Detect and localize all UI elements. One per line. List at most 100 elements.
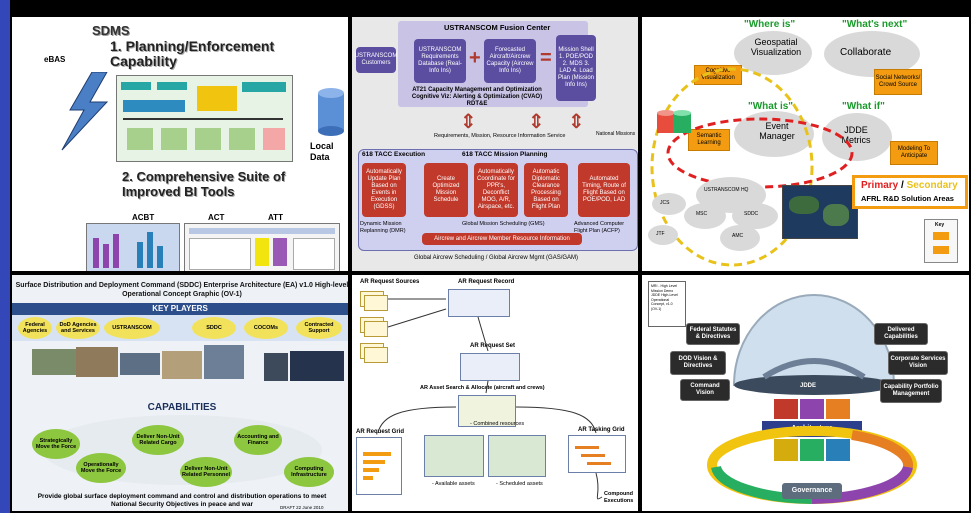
block-green xyxy=(800,439,824,461)
jtf-cloud xyxy=(648,225,678,245)
database-red-icon xyxy=(657,110,675,133)
key-players-band: KEY PLAYERS xyxy=(12,303,348,315)
lightning-icon xyxy=(61,72,109,151)
governance-label: Governance xyxy=(782,483,842,499)
source-doc-4 xyxy=(364,321,388,337)
jcs-cloud-label: JCS xyxy=(660,200,670,206)
whats-next-label: "What's next" xyxy=(842,19,908,30)
legend-box: Primary / Secondary AFRL R&D Solution Ar… xyxy=(852,175,968,209)
database-icon xyxy=(318,88,344,136)
command-vision-item: Command Vision xyxy=(680,379,730,401)
available-label: - Available assets xyxy=(432,481,475,487)
photo-7 xyxy=(290,351,344,381)
cap-strategic: Strategically Move the Force xyxy=(32,429,80,459)
execution-box: Automatically Update Plan Based on Event… xyxy=(362,163,406,217)
planning-diagram-image xyxy=(116,75,293,162)
sddc-title: Surface Distribution and Deployment Comm… xyxy=(15,282,349,298)
social-box: Social Networks/ Crowd Source xyxy=(874,69,922,95)
search-allocate-label: AR Asset Search & Allocate (aircraft and… xyxy=(420,385,545,391)
panel-jdde-ov1: MRI - High Level Mission Demo JDDE High-… xyxy=(640,273,971,513)
player-contracted: Contracted Support xyxy=(296,317,342,339)
cap-accounting: Accounting and Finance xyxy=(234,425,282,455)
tasking-grid-label: AR Tasking Grid xyxy=(578,427,625,433)
panel-planning-enforcement: SDMS 1. Planning/Enforcement Capability … xyxy=(10,15,350,273)
jdde-cloud xyxy=(822,113,892,161)
panel-afrl-solution-areas: "Where is" "What's next" Geospatial Visu… xyxy=(640,15,971,273)
combined-label: - Combined resources xyxy=(470,421,525,427)
source-doc-6 xyxy=(364,347,388,363)
event-label: Event Manager xyxy=(759,121,795,141)
modeling-box: Modeling To Anticipate xyxy=(890,141,938,165)
geo-label: Geospatial Visualization xyxy=(750,37,802,57)
sddc-footer: Provide global surface deployment comman… xyxy=(37,493,327,508)
planning-title: 618 TACC Mission Planning xyxy=(462,151,548,158)
photo-4 xyxy=(162,351,202,379)
geo-cloud xyxy=(734,31,812,75)
national-missions-label: National Missions xyxy=(596,131,636,137)
capabilities-label: CAPABILITIES xyxy=(147,402,217,413)
jdde-note: MRI - High Level Mission Demo JDDE High-… xyxy=(648,281,686,327)
panel1-side-tag: eBAS xyxy=(44,55,66,64)
capability-portfolio-item: Capability Portfolio Management xyxy=(880,379,942,403)
player-ustranscom: USTRANSCOM xyxy=(104,317,160,339)
sddc-cloud xyxy=(732,203,778,229)
panel-sddc-ov1: Surface Distribution and Deployment Comm… xyxy=(10,273,350,513)
requirements-box: USTRANSCOM Requirements Database (Real-I… xyxy=(414,39,466,83)
tool-label-2: ACT xyxy=(208,213,225,222)
tool-label-1: ACBT xyxy=(132,213,155,222)
plan-box-1: Create Optimized Mission Schedule xyxy=(424,163,468,217)
panel-ar-workflow: AR Request Sources AR Request Record AR … xyxy=(350,273,640,513)
request-record-window xyxy=(448,289,510,317)
request-set-label: AR Request Set xyxy=(470,343,516,349)
what-is-label: "What is" xyxy=(748,101,794,112)
cap-personnel: Deliver Non-Unit Related Personnel xyxy=(180,457,232,487)
panel1-heading-2: 2. Comprehensive Suite of Improved BI To… xyxy=(122,169,286,199)
player-federal: Federal Agencies xyxy=(18,317,52,339)
workflow-arrows xyxy=(377,298,603,500)
compound-label: Compound Executions xyxy=(604,491,634,504)
tool-screenshot-act xyxy=(184,223,340,271)
panel1-top-label: SDMS xyxy=(92,23,130,38)
what-if-label: "What if" xyxy=(842,101,885,112)
block-blue xyxy=(826,439,850,461)
request-record-label: AR Request Record xyxy=(458,279,515,285)
block-orange xyxy=(826,399,850,419)
map-screenshot xyxy=(782,185,858,239)
arrow-updown-3: ⇕ xyxy=(568,111,585,133)
jdde-center-label: JDDE xyxy=(800,383,817,389)
where-is-label: "Where is" xyxy=(744,19,796,30)
tool-label-3: ATT xyxy=(268,213,283,222)
msc-cloud-label: MSC xyxy=(696,211,708,217)
player-cocoms: COCOMs xyxy=(244,317,288,339)
jcs-cloud xyxy=(652,193,686,215)
equals-icon: = xyxy=(540,47,552,69)
request-grid-window xyxy=(356,437,402,495)
tasking-grid-window xyxy=(568,435,626,473)
player-sddc: SDDC xyxy=(192,317,236,339)
cap-computing: Computing Infrastructure xyxy=(284,457,334,487)
gms-label: Global Mission Scheduling (GMS) xyxy=(462,221,545,227)
search-window xyxy=(458,395,516,427)
forecast-box: Forecasted Aircraft/Aircrew Capacity (Ai… xyxy=(484,39,536,83)
available-map xyxy=(424,435,484,477)
federal-statutes-item: Federal Statutes & Directives xyxy=(686,323,740,345)
photo-3 xyxy=(120,353,160,375)
jdde-dome xyxy=(732,294,896,395)
plan-box-3: Automatic Diplomatic Clearance Processin… xyxy=(524,163,568,217)
sddc-cloud-label: SDDC xyxy=(744,211,759,217)
player-dod: DoD Agencies and Services xyxy=(56,317,100,339)
acfp-label: Advanced Computer Flight Plan (ACFP) xyxy=(574,221,625,234)
plan-box-4: Automated Timing, Route of Flight Based … xyxy=(578,163,630,217)
local-data-label: Local Data xyxy=(310,141,334,162)
semantic-box: Semantic Learning xyxy=(688,129,730,151)
arrow-updown-1: ⇕ xyxy=(460,111,477,133)
photo-1 xyxy=(32,349,76,375)
photo-2 xyxy=(76,347,118,377)
mission-shell-box: Mission Shell 1. POE/POD 2. MDS 3. LAD 4… xyxy=(556,35,596,101)
accent-bar xyxy=(0,0,10,513)
amc-cloud-label: AMC xyxy=(732,233,744,239)
request-sources-label: AR Request Sources xyxy=(360,279,420,285)
block-purple xyxy=(800,399,824,419)
scheduled-map xyxy=(488,435,546,477)
